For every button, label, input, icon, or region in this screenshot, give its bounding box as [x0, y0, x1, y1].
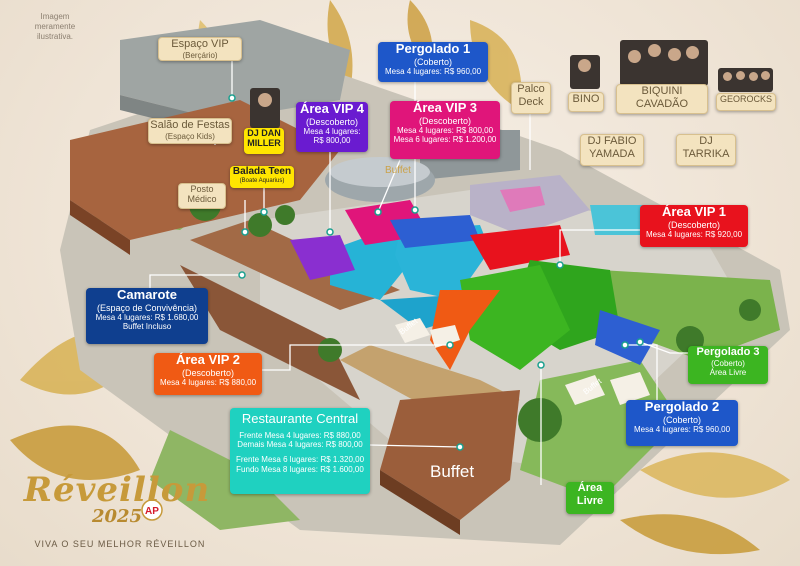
area-vip4-title: Área VIP 4: [299, 101, 365, 116]
area-vip2-sub: (Descoberto): [181, 367, 235, 378]
pergolado1-sub: (Coberto): [413, 56, 452, 67]
label-camarote: Camarote (Espaço de Convivência) Mesa 4 …: [86, 287, 208, 344]
posto-medico-title: Posto Médico: [187, 184, 217, 205]
pergolado3-line1: Área Livre: [709, 367, 747, 377]
restaurante-row3: Frente Mesa 6 lugares: R$ 1.320,00: [235, 455, 365, 465]
camarote-title: Camarote: [117, 287, 177, 302]
dj-dan-photo: [250, 88, 280, 128]
area-vip1-sub: (Descoberto): [667, 219, 721, 230]
dj-fabio-title: DJ FABIO YAMADA: [587, 135, 637, 160]
area-vip4-line2: R$ 800,00: [313, 136, 351, 146]
label-pergolado-2: Pergolado 2 (Coberto) Mesa 4 lugares: R$…: [626, 399, 738, 446]
restaurante-row1: Frente Mesa 4 lugares: R$ 880,00: [239, 430, 361, 440]
area-livre-title: Área Livre: [576, 482, 604, 507]
logo-badge: AP: [141, 499, 163, 521]
label-salao-festas: Salão de Festas (Espaço Kids): [148, 118, 232, 144]
area-vip2-title: Área VIP 2: [175, 352, 241, 367]
camarote-line2: Buffet Incluso: [122, 322, 172, 332]
espaco-vip-sub: (Berçário): [182, 50, 218, 60]
label-posto-medico: Posto Médico: [178, 183, 226, 209]
pergolado2-line1: Mesa 4 lugares: R$ 960,00: [633, 425, 731, 435]
palco-deck-title: Palco Deck: [517, 83, 545, 108]
pergolado1-title: Pergolado 1: [395, 41, 471, 56]
label-bino: BINO: [568, 92, 604, 112]
area-vip4-line1: Mesa 4 lugares:: [303, 127, 361, 137]
dj-tarrika-title: DJ TARRIKA: [682, 135, 730, 160]
label-espaco-vip: Espaço VIP (Berçário): [158, 37, 242, 61]
salao-festas-title: Salão de Festas: [150, 119, 230, 131]
georocks-title: GEOROCKS: [719, 94, 772, 104]
pergolado3-sub: (Coberto): [711, 358, 745, 368]
label-palco-deck: Palco Deck: [511, 82, 551, 114]
reveillon-logo: Réveillon 2025: [22, 470, 212, 527]
area-vip1-line1: Mesa 4 lugares: R$ 920,00: [645, 230, 743, 240]
label-dj-fabio-yamada: DJ FABIO YAMADA: [580, 134, 644, 166]
buffet-main-label: Buffet: [430, 462, 475, 481]
bino-photo: [570, 55, 600, 89]
biquini-title: BIQUINI CAVADÃO: [635, 85, 689, 110]
pergolado2-title: Pergolado 2: [644, 399, 720, 414]
label-dj-dan-miller: DJ DAN MILLER: [244, 128, 284, 154]
buffet-stage-label: Buffet: [385, 165, 411, 176]
label-area-vip-4: Área VIP 4 (Descoberto) Mesa 4 lugares: …: [296, 101, 368, 152]
logo-word: Réveillon: [23, 470, 211, 510]
salao-festas-sub: (Espaço Kids): [165, 131, 215, 141]
tagline: VIVA O SEU MELHOR RÉVEILLON: [34, 539, 206, 549]
balada-teen-sub: (Boate Aquarius): [239, 177, 285, 184]
area-vip1-title: Área VIP 1: [661, 204, 727, 219]
label-area-vip-1: Área VIP 1 (Descoberto) Mesa 4 lugares: …: [640, 204, 748, 247]
label-pergolado-3: Pergolado 3 (Coberto) Área Livre: [688, 346, 768, 384]
pergolado3-title: Pergolado 3: [696, 346, 760, 358]
camarote-sub: (Espaço de Convivência): [96, 302, 198, 313]
svg-text:AP: AP: [145, 506, 159, 517]
area-vip2-line1: Mesa 4 lugares: R$ 880,00: [159, 378, 257, 388]
label-balada-teen: Balada Teen (Boate Aquarius): [230, 166, 294, 188]
biquini-cavadao-photo: [620, 40, 708, 86]
area-vip3-sub: (Descoberto): [418, 115, 472, 126]
label-pergolado-1: Pergolado 1 (Coberto) Mesa 4 lugares: R$…: [378, 41, 488, 82]
camarote-line1: Mesa 4 lugares: R$ 1.680,00: [95, 313, 199, 323]
label-area-vip-3: Área VIP 3 (Descoberto) Mesa 4 lugares: …: [390, 100, 500, 159]
area-vip3-line1: Mesa 4 lugares: R$ 800,00: [396, 126, 494, 136]
restaurante-row4: Fundo Mesa 8 lugares: R$ 1.600,00: [236, 464, 364, 474]
espaco-vip-title: Espaço VIP: [171, 38, 229, 50]
pergolado2-sub: (Coberto): [662, 414, 701, 425]
area-vip3-title: Área VIP 3: [412, 100, 478, 115]
label-georocks: GEOROCKS: [716, 93, 776, 111]
restaurante-row2: Demais Mesa 4 lugares: R$ 800,00: [237, 440, 363, 450]
georocks-photo: [718, 68, 773, 92]
area-vip4-sub: (Descoberto): [305, 116, 359, 127]
logo-year: 2025: [91, 506, 143, 527]
illustrative-note: Imagem meramente ilustrativa.: [34, 12, 76, 41]
bino-title: BINO: [572, 93, 600, 105]
restaurante-title: Restaurante Central: [241, 411, 359, 426]
dj-dan-title: DJ DAN MILLER: [247, 128, 281, 149]
area-vip3-line2: Mesa 6 lugares: R$ 1.200,00: [393, 135, 497, 145]
label-area-livre: Área Livre: [566, 482, 614, 514]
label-biquini-cavadao: BIQUINI CAVADÃO: [616, 84, 708, 114]
label-area-vip-2: Área VIP 2 (Descoberto) Mesa 4 lugares: …: [154, 352, 262, 395]
label-dj-tarrika: DJ TARRIKA: [676, 134, 736, 166]
balada-teen-title: Balada Teen: [232, 166, 292, 177]
label-restaurante-central: Restaurante Central Frente Mesa 4 lugare…: [230, 408, 370, 494]
pergolado1-line1: Mesa 4 lugares: R$ 960,00: [384, 67, 482, 77]
